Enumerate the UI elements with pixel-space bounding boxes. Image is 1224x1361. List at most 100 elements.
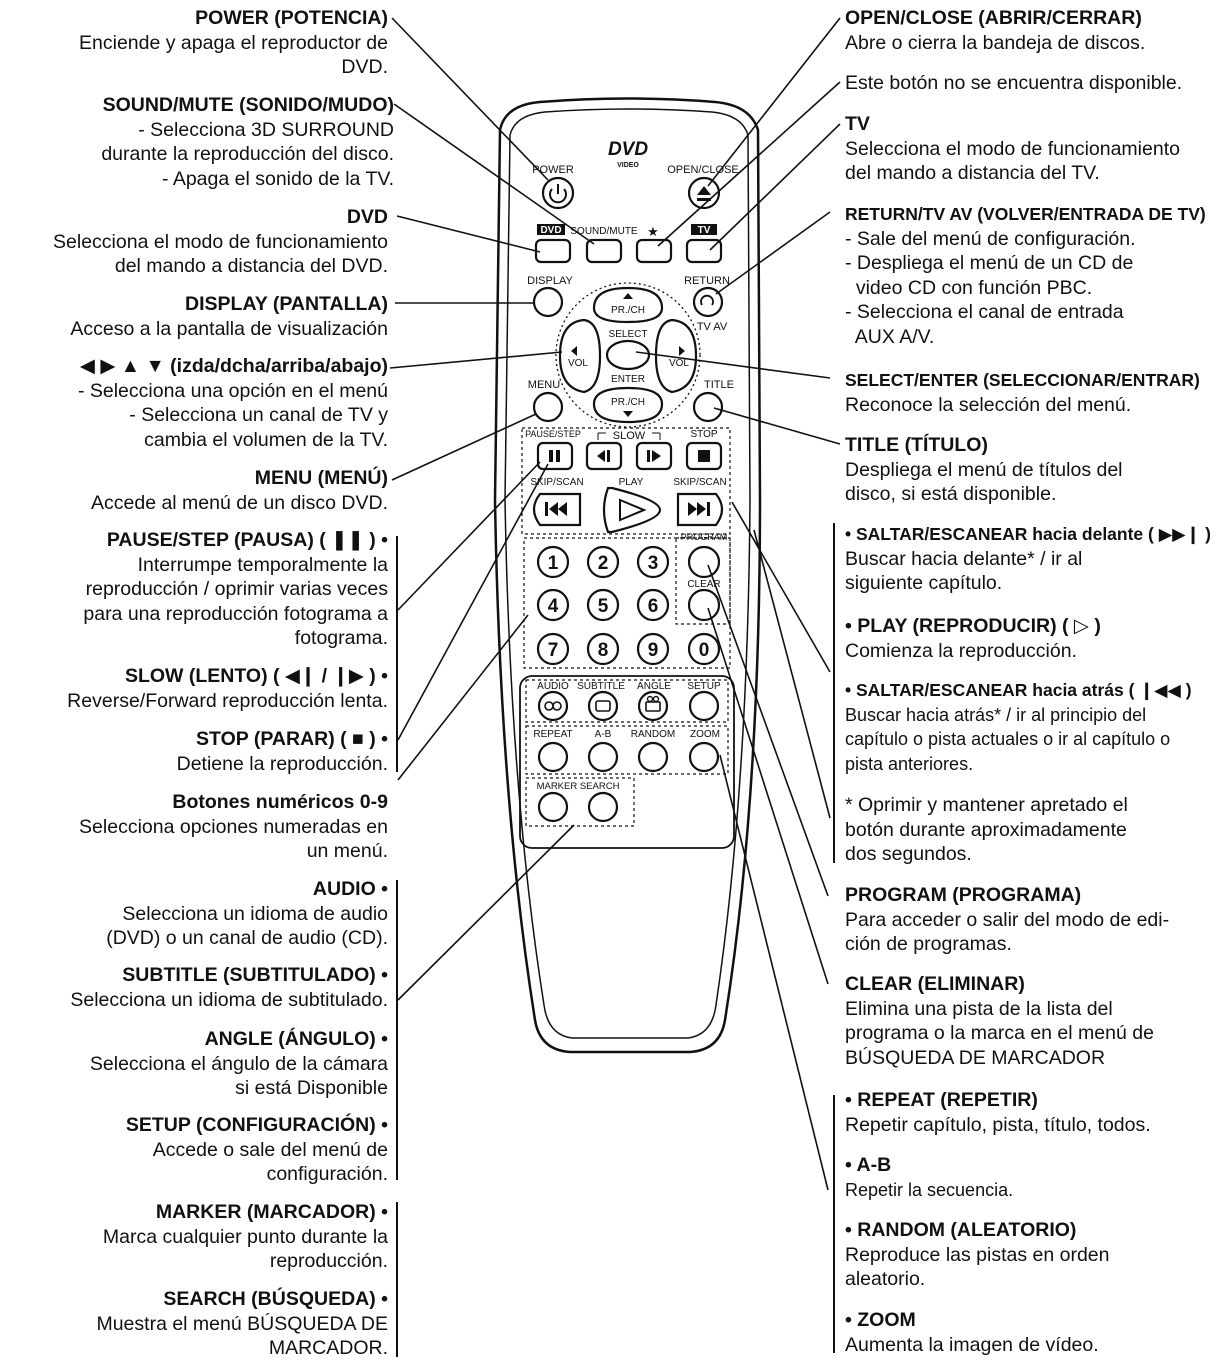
- random-button[interactable]: [637, 741, 669, 773]
- callout-desc: del mando a distancia del DVD.: [114, 255, 388, 277]
- callout-title: RETURN/TV AV (VOLVER/ENTRADA DE TV): [845, 204, 1206, 224]
- menu-button[interactable]: [532, 391, 564, 423]
- marker-search-label: MARKER SEARCH: [537, 781, 620, 792]
- callout-desc: Este botón no se encuentra disponible.: [845, 72, 1183, 94]
- digit-9-button[interactable]: 9: [636, 632, 670, 666]
- callout-skip-back: • SALTAR/ESCANEAR hacia atrás ( ❙◀◀ ) Bu…: [845, 678, 1223, 776]
- digit-0-button[interactable]: 0: [687, 632, 721, 666]
- leader-line: [657, 81, 841, 247]
- digit-5-button[interactable]: 5: [586, 588, 620, 622]
- callout-title: OPEN/CLOSE (ABRIR/CERRAR): [845, 7, 1142, 29]
- repeat-row-group: [525, 725, 729, 775]
- open-close-button[interactable]: [687, 176, 721, 210]
- callout-slow: SLOW (LENTO) ( ◀❙ / ❙▶ ) • Reverse/Forwa…: [0, 664, 388, 713]
- callout-numeric: Botones numéricos 0-9 Selecciona opcione…: [0, 790, 388, 864]
- leader-line: [753, 529, 831, 819]
- search-button[interactable]: [587, 791, 619, 823]
- digit-label: 1: [548, 553, 559, 574]
- skip-forward-button[interactable]: [676, 492, 724, 527]
- star-button[interactable]: [635, 238, 673, 264]
- sound-mute-button[interactable]: [585, 238, 623, 264]
- play-button[interactable]: [602, 486, 662, 534]
- vol-left-button[interactable]: [558, 318, 602, 394]
- pr-ch-down-button[interactable]: [592, 386, 664, 424]
- title-button[interactable]: [692, 391, 724, 423]
- ab-button[interactable]: [587, 741, 619, 773]
- slow-forward-button[interactable]: [635, 441, 673, 471]
- callout-title: ◀ ▶ ▲ ▼ (izda/dcha/arriba/abajo): [79, 355, 388, 377]
- tv-button[interactable]: [685, 238, 723, 264]
- digit-3-button[interactable]: 3: [636, 545, 670, 579]
- leader-line: [391, 17, 549, 181]
- callout-desc: si está Disponible: [235, 1077, 388, 1099]
- return-button[interactable]: [692, 286, 724, 318]
- vol-right-label: VOL: [669, 358, 689, 369]
- skip-back-button[interactable]: [532, 492, 582, 527]
- skip-scan-right-label: SKIP/SCAN: [673, 477, 726, 488]
- audio-button[interactable]: [537, 690, 569, 722]
- callout-title: AUDIO •: [312, 878, 388, 900]
- vol-right-button[interactable]: [654, 318, 698, 394]
- callout-subtitle: SUBTITLE (SUBTITULADO) • Selecciona un i…: [0, 963, 388, 1012]
- callout-desc: Acceso a la pantalla de visualización: [70, 317, 388, 340]
- callout-desc: Buscar hacia delante* / ir al: [845, 547, 1083, 570]
- program-button[interactable]: [687, 545, 721, 579]
- leader-lines-right: [635, 17, 841, 1191]
- callout-title: PROGRAM (PROGRAMA): [845, 884, 1082, 906]
- leader-line: [397, 824, 575, 1001]
- callout-desc: Selecciona un idioma de audio: [122, 902, 388, 925]
- program-clear-group: [675, 537, 731, 625]
- slow-reverse-button[interactable]: [585, 441, 623, 471]
- callout-desc: Muestra el menú BÚSQUEDA DE: [96, 1312, 388, 1335]
- dvd-button[interactable]: [534, 238, 572, 264]
- clear-button[interactable]: [687, 588, 721, 622]
- callout-play: • PLAY (REPRODUCIR) ( ▷ ) Comienza la re…: [845, 614, 1220, 663]
- digit-7-button[interactable]: 7: [536, 632, 570, 666]
- subtitle-button[interactable]: [587, 690, 619, 722]
- callout-desc: BÚSQUEDA DE MARCADOR: [845, 1046, 1106, 1069]
- callout-title: MENU (MENÚ): [254, 467, 388, 489]
- display-button[interactable]: [532, 286, 564, 318]
- leader-line: [391, 413, 537, 481]
- angle-button[interactable]: [637, 690, 669, 722]
- callout-select-enter: SELECT/ENTER (SELECCIONAR/ENTRAR) Recono…: [845, 368, 1220, 417]
- callout-desc: video CD con función PBC.: [845, 276, 1093, 299]
- setup-button[interactable]: [688, 690, 720, 722]
- camera-icon: [645, 701, 661, 712]
- callout-title: MARKER (MARCADOR) •: [155, 1201, 388, 1223]
- skip-scan-left-label: SKIP/SCAN: [530, 477, 583, 488]
- select-label: SELECT: [609, 329, 648, 340]
- digit-6-button[interactable]: 6: [636, 588, 670, 622]
- pr-ch-up-button[interactable]: [592, 286, 664, 324]
- group-bar: [396, 880, 398, 1180]
- digit-label: 5: [598, 596, 609, 617]
- digit-1-button[interactable]: 1: [536, 545, 570, 579]
- digit-label: 2: [598, 553, 609, 574]
- callout-desc: Selecciona el modo de funcionamiento: [53, 230, 388, 253]
- callout-desc: Enciende y apaga el reproductor de: [79, 31, 388, 54]
- stop-button[interactable]: [685, 441, 723, 471]
- audio-label: AUDIO: [537, 681, 569, 692]
- slow-forward-icon: [652, 450, 661, 462]
- callout-desc: reproducción.: [269, 1250, 388, 1272]
- callout-desc: configuración.: [266, 1163, 388, 1185]
- callout-desc: - Apaga el sonido de la TV.: [161, 167, 394, 190]
- digit-4-button[interactable]: 4: [536, 588, 570, 622]
- callout-power: POWER (POTENCIA) Enciende y apaga el rep…: [0, 6, 388, 80]
- power-button[interactable]: [541, 176, 575, 210]
- callout-desc: ción de programas.: [845, 933, 1012, 955]
- play-label: PLAY: [619, 477, 644, 488]
- zoom-button[interactable]: [688, 741, 720, 773]
- digit-2-button[interactable]: 2: [586, 545, 620, 579]
- pause-step-label: PAUSE/STEP: [525, 429, 581, 439]
- pause-step-button[interactable]: [536, 441, 574, 471]
- repeat-button[interactable]: [537, 741, 569, 773]
- marker-button[interactable]: [537, 791, 569, 823]
- digit-8-button[interactable]: 8: [586, 632, 620, 666]
- select-enter-button[interactable]: [605, 339, 651, 371]
- callout-desc: fotograma.: [294, 627, 388, 649]
- callout-desc: Buscar hacia atrás* / ir al principio de…: [845, 704, 1147, 725]
- callout-title: PAUSE/STEP (PAUSA) ( ❚❚ ) •: [106, 529, 388, 551]
- callout-program: PROGRAM (PROGRAMA) Para acceder o salir …: [845, 883, 1220, 957]
- digit-label: 8: [598, 640, 609, 661]
